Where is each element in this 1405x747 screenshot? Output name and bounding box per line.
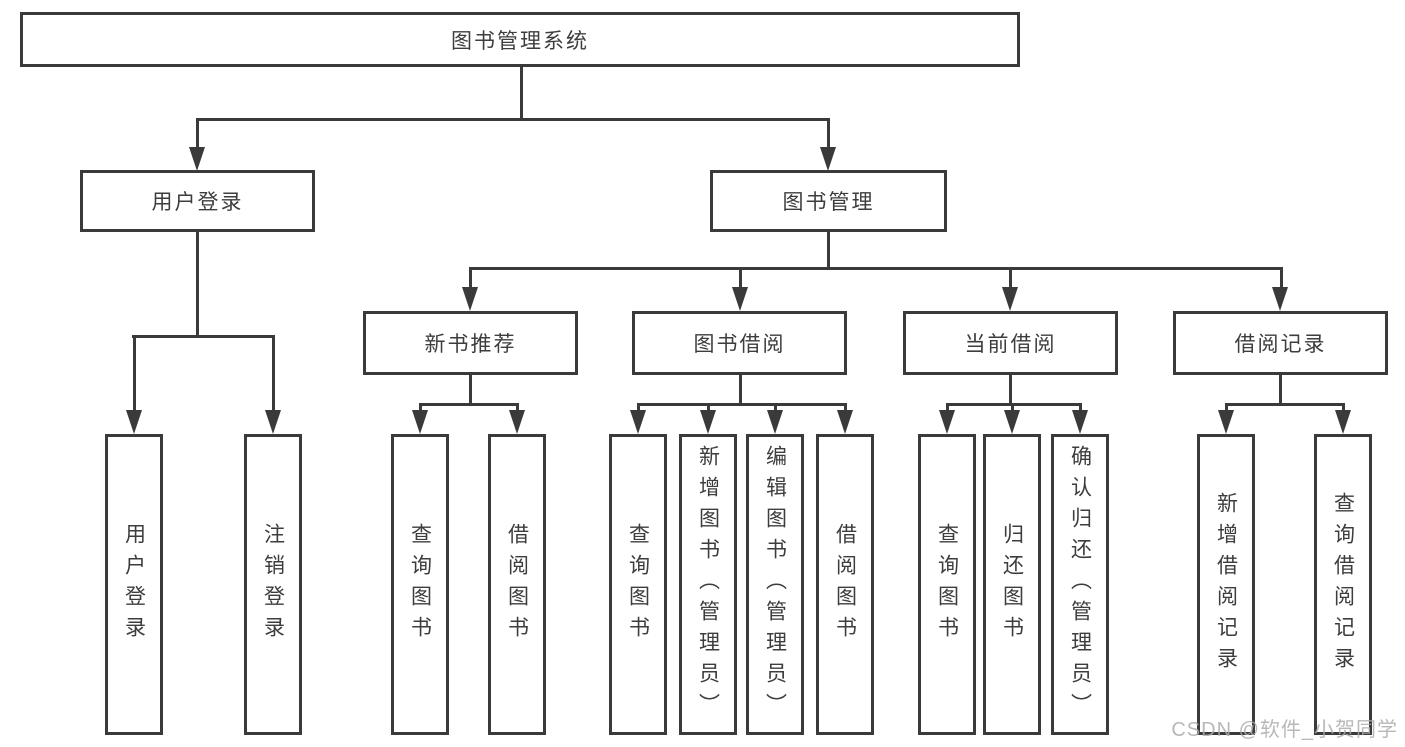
node-label: 图书管理系统 xyxy=(451,29,589,53)
arrowhead-down xyxy=(1004,410,1020,434)
connector-line xyxy=(1079,403,1082,412)
connector-line xyxy=(419,403,422,412)
connector-line xyxy=(469,267,1283,270)
connector-line xyxy=(827,118,830,149)
arrowhead-down xyxy=(1272,287,1288,311)
arrowhead-down xyxy=(265,410,281,434)
connector-line xyxy=(1009,375,1012,405)
node-label: 当前借阅 xyxy=(964,333,1057,356)
connector-line xyxy=(516,403,519,412)
connector-line xyxy=(946,403,949,412)
arrowhead-down xyxy=(939,410,955,434)
node-new-book-recommend: 新书推荐 xyxy=(363,311,578,375)
arrowhead-down xyxy=(630,410,646,434)
arrowhead-down xyxy=(732,287,748,311)
connector-line xyxy=(132,335,275,338)
node-user-login: 用户登录 xyxy=(80,170,315,232)
node-label: 归还图书 xyxy=(1000,522,1024,647)
node-label: 查询图书 xyxy=(626,522,650,647)
node-label: 用户登录 xyxy=(151,191,244,214)
node-label: 新增借阅记录 xyxy=(1214,491,1238,678)
arrowhead-down xyxy=(1218,410,1234,434)
connector-line xyxy=(196,118,830,121)
node-label: 图书管理 xyxy=(782,191,875,214)
node-book-management: 图书管理 xyxy=(710,170,947,232)
node-label: 查询借阅记录 xyxy=(1331,491,1355,678)
connector-line xyxy=(520,67,523,120)
leaf-borrow-books-recommend: 借阅图书 xyxy=(488,434,546,735)
arrowhead-down xyxy=(509,410,525,434)
arrowhead-down xyxy=(412,410,428,434)
connector-line xyxy=(1011,403,1014,412)
leaf-add-borrow-record: 新增借阅记录 xyxy=(1197,434,1255,735)
connector-line xyxy=(1279,375,1282,405)
node-label: 借阅图书 xyxy=(833,522,857,647)
csdn-watermark: CSDN @软件_小贺同学 xyxy=(1171,719,1398,741)
leaf-confirm-return-admin: 确认归还（管理员） xyxy=(1051,434,1109,735)
connector-line xyxy=(1225,403,1344,406)
connector-line xyxy=(844,403,847,412)
connector-line xyxy=(774,403,777,412)
arrowhead-down xyxy=(1072,410,1088,434)
arrowhead-down xyxy=(189,147,205,171)
connector-line xyxy=(1225,403,1228,412)
connector-line xyxy=(196,232,199,337)
node-label: 借阅记录 xyxy=(1234,333,1327,356)
connector-line xyxy=(419,403,519,406)
node-label: 新增图书（管理员） xyxy=(696,445,720,724)
node-label: 注销登录 xyxy=(261,522,285,647)
connector-line xyxy=(739,267,742,288)
node-label: 查询图书 xyxy=(935,522,959,647)
connector-line xyxy=(469,267,472,288)
arrowhead-down xyxy=(837,410,853,434)
connector-line xyxy=(637,403,640,412)
connector-line xyxy=(1009,267,1012,288)
node-borrowing-records: 借阅记录 xyxy=(1173,311,1388,375)
arrowhead-down xyxy=(1002,287,1018,311)
leaf-edit-books-admin: 编辑图书（管理员） xyxy=(746,434,804,735)
connector-line xyxy=(1342,403,1345,412)
leaf-query-books-borrowing: 查询图书 xyxy=(609,434,667,735)
leaf-query-books-current: 查询图书 xyxy=(918,434,976,735)
node-label: 编辑图书（管理员） xyxy=(763,445,787,724)
connector-line xyxy=(196,118,199,149)
arrowhead-down xyxy=(820,147,836,171)
connector-line xyxy=(707,403,710,412)
node-label: 确认归还（管理员） xyxy=(1068,445,1092,724)
leaf-user-login: 用户登录 xyxy=(105,434,163,735)
node-label: 借阅图书 xyxy=(505,522,529,647)
connector-line xyxy=(637,403,847,406)
connector-line xyxy=(827,232,830,270)
node-label: 新书推荐 xyxy=(424,333,517,356)
arrowhead-down xyxy=(700,410,716,434)
connector-line xyxy=(272,335,275,412)
connector-line xyxy=(946,403,1082,406)
leaf-borrow-books: 借阅图书 xyxy=(816,434,874,735)
node-root-library-system: 图书管理系统 xyxy=(20,12,1020,67)
connector-line xyxy=(739,375,742,405)
leaf-return-books: 归还图书 xyxy=(983,434,1041,735)
node-book-borrowing: 图书借阅 xyxy=(632,311,847,375)
connector-line xyxy=(469,375,472,405)
node-label: 查询图书 xyxy=(408,522,432,647)
arrowhead-down xyxy=(462,287,478,311)
leaf-logout: 注销登录 xyxy=(244,434,302,735)
node-current-borrowing: 当前借阅 xyxy=(903,311,1118,375)
arrowhead-down xyxy=(1335,410,1351,434)
node-label: 图书借阅 xyxy=(693,333,786,356)
leaf-query-books-recommend: 查询图书 xyxy=(391,434,449,735)
connector-line xyxy=(133,335,136,412)
leaf-add-books-admin: 新增图书（管理员） xyxy=(679,434,737,735)
arrowhead-down xyxy=(126,410,142,434)
node-label: 用户登录 xyxy=(122,522,146,647)
connector-line xyxy=(1280,267,1283,288)
leaf-query-borrow-record: 查询借阅记录 xyxy=(1314,434,1372,735)
arrowhead-down xyxy=(767,410,783,434)
